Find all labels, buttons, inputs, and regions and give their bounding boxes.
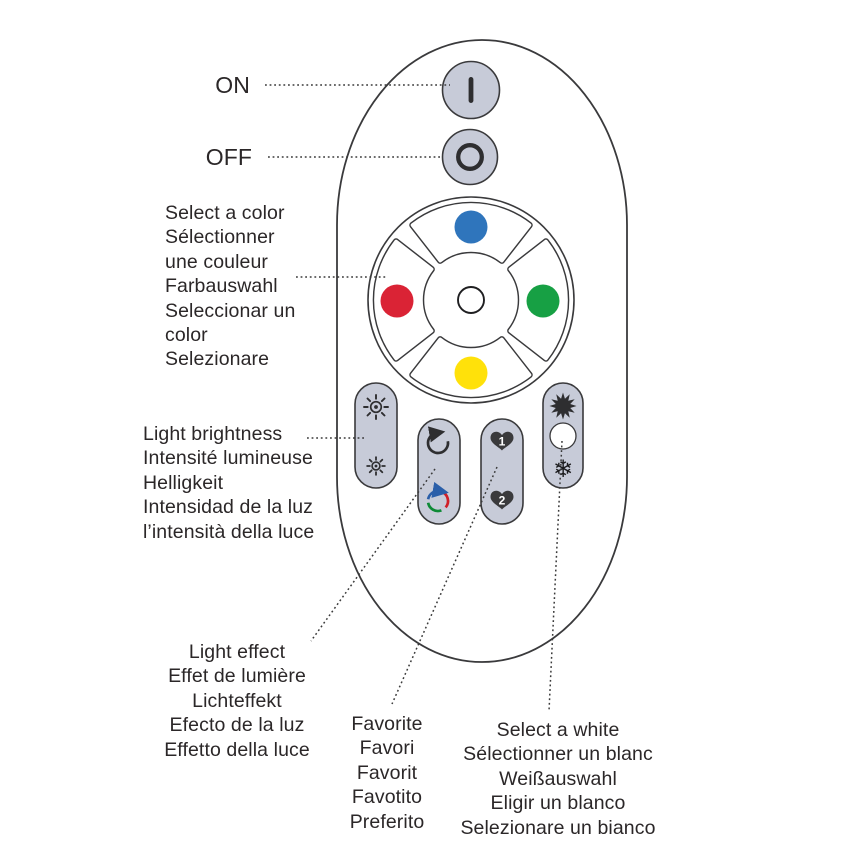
on-label: ON bbox=[215, 72, 250, 98]
light-effect-label: Light effect Effet de lumière Lichteffek… bbox=[147, 640, 327, 762]
label-line: Helligkeit bbox=[143, 471, 224, 494]
leader-line-light-effect bbox=[310, 468, 436, 642]
color-wheel bbox=[367, 196, 575, 404]
label-line: Favotito bbox=[351, 786, 423, 809]
label-line: Weißauswahl bbox=[499, 767, 617, 790]
power-on-icon bbox=[468, 77, 474, 103]
green-color-button[interactable] bbox=[526, 284, 560, 318]
label-line: Intensidad de la luz bbox=[143, 496, 314, 519]
color-pad-right[interactable] bbox=[507, 238, 570, 362]
warm-white-sun-icon[interactable] bbox=[549, 392, 577, 420]
red-color-button[interactable] bbox=[380, 284, 414, 318]
white-select-button-group[interactable]: ❄ bbox=[542, 382, 584, 489]
favorite-label: Favorite Favori Favorit Favotito Preferi… bbox=[297, 712, 477, 834]
leader-line-favorite bbox=[391, 466, 498, 705]
label-line: Eligir un blanco bbox=[490, 792, 626, 815]
light-effect-cycle-icon[interactable] bbox=[426, 426, 450, 455]
favorite-button-group[interactable]: 1 2 bbox=[480, 418, 524, 525]
favorite-1-number: 1 bbox=[499, 435, 506, 449]
label-line: Preferito bbox=[349, 810, 425, 833]
label-line: Lichteffekt bbox=[192, 689, 282, 712]
label-line: Effet de lumière bbox=[168, 665, 306, 688]
leader-lines bbox=[265, 84, 563, 712]
off-label: OFF bbox=[205, 144, 252, 170]
label-line: Favorite bbox=[351, 713, 423, 735]
label-line: Light brightness bbox=[143, 423, 283, 445]
light-effect-button-group[interactable] bbox=[417, 418, 461, 525]
label-line: Favori bbox=[359, 737, 415, 760]
label-line: Effetto della luce bbox=[164, 738, 310, 761]
label-line: Select a white bbox=[496, 719, 620, 741]
neutral-white-icon[interactable] bbox=[549, 422, 577, 450]
brightness-pill[interactable] bbox=[354, 382, 398, 489]
label-line: Selezionare bbox=[165, 348, 270, 371]
label-line: Sélectionner bbox=[165, 226, 275, 249]
power-off-button-face[interactable] bbox=[441, 128, 499, 186]
power-off-button[interactable] bbox=[441, 128, 499, 186]
favorite-1-icon[interactable]: 1 bbox=[490, 431, 514, 451]
label-line: Intensité lumineuse bbox=[143, 447, 313, 470]
power-on-button[interactable] bbox=[441, 60, 501, 120]
label-line: Sélectionner un blanc bbox=[463, 743, 653, 766]
rgb-cycle-icon[interactable] bbox=[426, 481, 450, 513]
label-line: Efecto de la luz bbox=[169, 714, 305, 737]
wheel-center-button[interactable] bbox=[457, 286, 485, 314]
label-line: Select a color bbox=[165, 202, 285, 224]
brightness-button-group[interactable] bbox=[354, 382, 398, 489]
color-pad-left[interactable] bbox=[372, 238, 435, 362]
yellow-color-button[interactable] bbox=[454, 356, 488, 390]
select-color-label: Select a color Sélectionner une couleur … bbox=[165, 201, 325, 372]
cool-white-snowflake-icon[interactable]: ❄ bbox=[553, 455, 573, 483]
color-pad-up[interactable] bbox=[409, 201, 533, 264]
power-off-icon bbox=[456, 143, 484, 171]
label-line: Selezionare un bianco bbox=[460, 816, 656, 839]
label-line: Light effect bbox=[188, 641, 286, 663]
favorite-2-number: 2 bbox=[499, 494, 506, 508]
label-line: Farbauswahl bbox=[165, 275, 278, 298]
label-line: Seleccionar un bbox=[165, 299, 296, 322]
label-line: Favorit bbox=[356, 761, 418, 784]
light-effect-pill[interactable] bbox=[417, 418, 461, 525]
leader-line-select-white bbox=[548, 440, 563, 712]
brightness-down-icon[interactable] bbox=[366, 456, 386, 476]
light-brightness-label: Light brightness Intensité lumineuse Hel… bbox=[143, 422, 333, 544]
label-line: l’intensità della luce bbox=[143, 520, 315, 543]
favorite-2-icon[interactable]: 2 bbox=[490, 490, 514, 510]
select-white-label: Select a white Sélectionner un blanc Wei… bbox=[458, 718, 658, 840]
label-line: une couleur bbox=[165, 250, 269, 273]
blue-color-button[interactable] bbox=[454, 210, 488, 244]
brightness-up-icon[interactable] bbox=[363, 394, 389, 420]
color-pad-down[interactable] bbox=[409, 336, 533, 399]
label-line: color bbox=[165, 324, 208, 347]
